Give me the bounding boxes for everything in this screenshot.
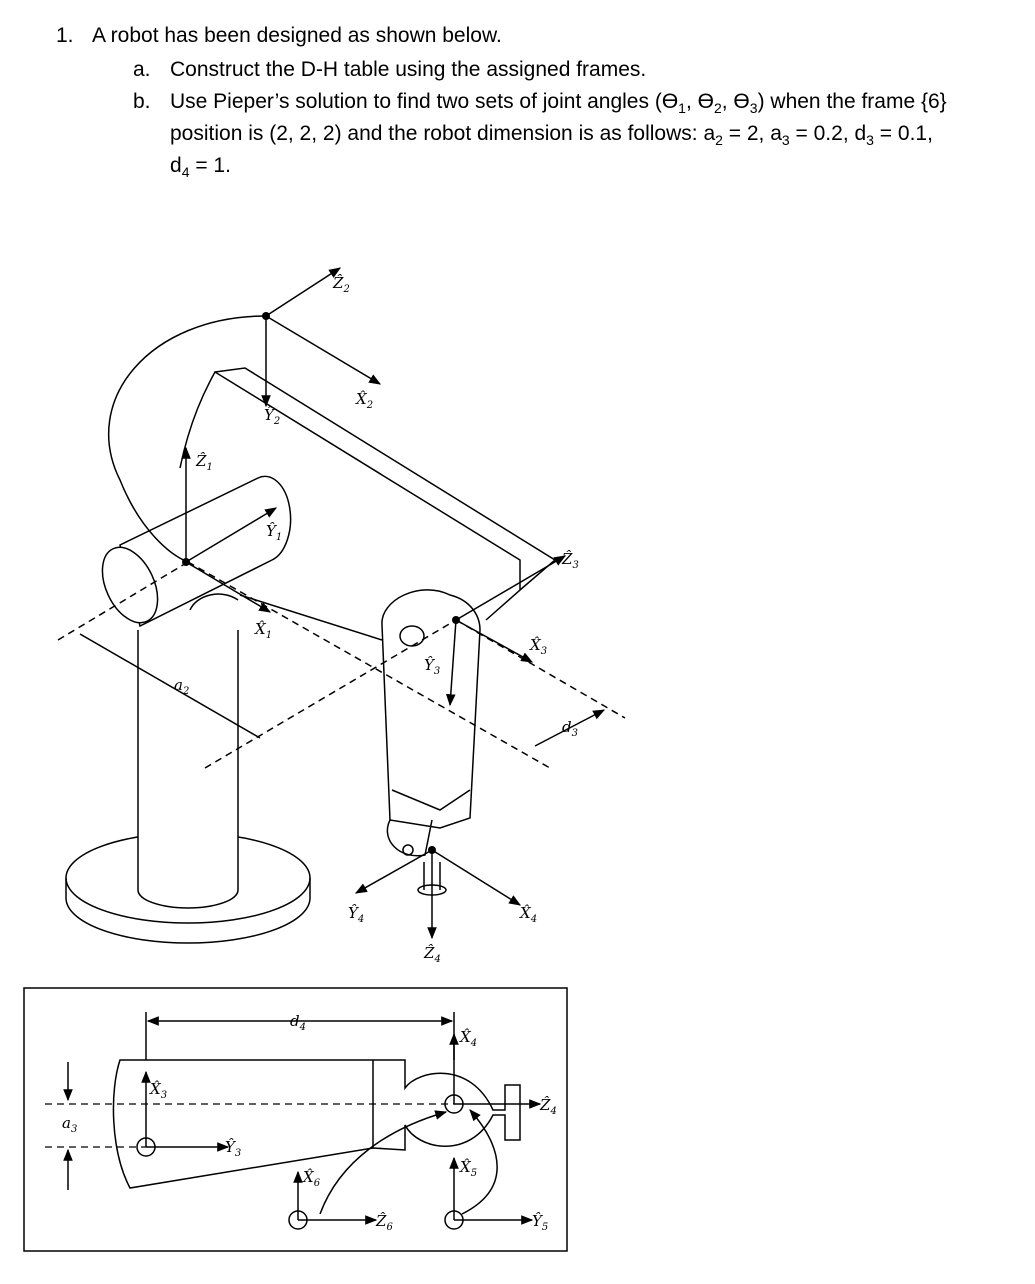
label-z3: Ẑ3 <box>561 550 579 571</box>
question-text: A robot has been designed as shown below… <box>92 24 502 47</box>
part-b-line-2: position is (2, 2, 2) and the robot dime… <box>170 118 933 150</box>
part-b-text-1: Use Pieper’s solution to find two sets o… <box>170 90 679 113</box>
z3-arrow <box>455 555 567 621</box>
sweep-arc <box>108 315 267 563</box>
inset-label-x4: X̂4 <box>459 1028 477 1049</box>
part-b-text-3b: = 1. <box>189 154 231 177</box>
forearm-crease <box>391 789 471 811</box>
label-x2: X̂2 <box>355 390 373 411</box>
robot-drawing <box>65 315 557 944</box>
inset-link <box>112 1059 521 1189</box>
label-z4: Ẑ4 <box>423 944 441 965</box>
inset-label-x6: X̂6 <box>302 1168 321 1189</box>
inset-label-z4: Ẑ4 <box>539 1096 557 1117</box>
part-b-text-1d: ) when the frame {6} <box>757 90 947 113</box>
y1-arrow <box>185 507 278 563</box>
inset-label-d4: d4 <box>290 1012 306 1033</box>
dashed-axis-2 <box>187 561 551 769</box>
label-a2: a2 <box>174 676 189 697</box>
part-a-text: Construct the D-H table using the assign… <box>170 58 647 81</box>
x4-arrow <box>431 849 522 906</box>
y4-arrow <box>354 849 433 894</box>
top-arrows <box>79 267 606 940</box>
question-number: 1. <box>56 24 74 47</box>
frame2-origin <box>262 312 270 320</box>
inset-label-a3: a3 <box>62 1114 77 1135</box>
inset-dashed <box>45 1103 454 1148</box>
sub: 4 <box>181 164 190 181</box>
part-b-text-1c: , ϴ <box>721 90 750 113</box>
dashed-axis-1 <box>57 561 189 641</box>
frame1-origin <box>182 558 190 566</box>
part-b-text-2b: = 2, a <box>722 122 782 145</box>
part-b-line-1: b. Use Pieper’s solution to find two sets… <box>133 86 947 118</box>
x2-arrow <box>265 315 382 385</box>
inset-label-x5: X̂5 <box>459 1158 477 1179</box>
label-x3: X̂3 <box>529 636 547 657</box>
x1-arrow <box>185 561 272 613</box>
wrist <box>386 819 433 857</box>
pillar <box>137 630 239 909</box>
z2-arrow <box>265 267 342 317</box>
question-line: 1. A robot has been designed as shown bel… <box>56 20 502 52</box>
shoulder-notch <box>189 593 239 611</box>
inset-curve-2 <box>461 1109 498 1215</box>
part-a-label: a. <box>133 58 151 81</box>
inset-label-x3: X̂3 <box>149 1080 167 1101</box>
inset-frame <box>23 987 568 1252</box>
part-a: a. Construct the D-H table using the assi… <box>133 54 646 86</box>
sub: 3 <box>781 132 790 149</box>
dashed-axes <box>57 561 626 769</box>
sub: 2 <box>713 100 722 117</box>
label-z1: Ẑ1 <box>195 452 213 473</box>
part-b-text-3: d <box>170 154 182 177</box>
part-b-text-2c: = 0.2, d <box>789 122 867 145</box>
frame3-origin <box>452 616 460 624</box>
x3-arrow <box>455 619 534 663</box>
label-x4: X̂4 <box>519 904 537 925</box>
inset-label-y5: Ŷ5 <box>532 1212 548 1233</box>
label-y1: Ŷ1 <box>266 522 282 543</box>
dashed-axis-3 <box>204 619 457 769</box>
sub: 2 <box>715 132 723 149</box>
part-b-label: b. <box>133 90 151 113</box>
a2-dimension <box>79 633 261 739</box>
y3-arrow <box>445 619 457 707</box>
d3-dimension <box>534 709 606 747</box>
inset-drawing <box>23 987 568 1252</box>
sub: 3 <box>749 100 758 117</box>
base-plate-edge <box>65 878 311 944</box>
inset-label-z6: Ẑ6 <box>375 1212 393 1233</box>
label-x1: X̂1 <box>254 620 272 641</box>
label-y3: Ŷ3 <box>424 656 440 677</box>
label-d3: d3 <box>562 718 578 739</box>
part-b-text-2: position is (2, 2, 2) and the robot dime… <box>170 122 716 145</box>
part-b-line-3: d4 = 1. <box>170 150 231 182</box>
part-b-text-2d: = 0.1, <box>873 122 933 145</box>
part-b-text-1b: , ϴ <box>685 90 714 113</box>
shoulder-cylinder-end <box>101 546 159 624</box>
sub: 3 <box>866 132 874 149</box>
inset-label-y3: Ŷ3 <box>225 1138 241 1159</box>
inset-curve-1 <box>319 1110 448 1215</box>
dashed-axis-4 <box>455 619 626 719</box>
wrist-hole <box>402 844 414 856</box>
label-y2: Ŷ2 <box>264 406 280 427</box>
upper-arm-top <box>214 367 557 591</box>
label-y4: Ŷ4 <box>348 904 364 925</box>
label-z2: Ẑ2 <box>332 274 350 295</box>
frame4-origin <box>428 846 436 854</box>
sub: 1 <box>678 100 686 117</box>
